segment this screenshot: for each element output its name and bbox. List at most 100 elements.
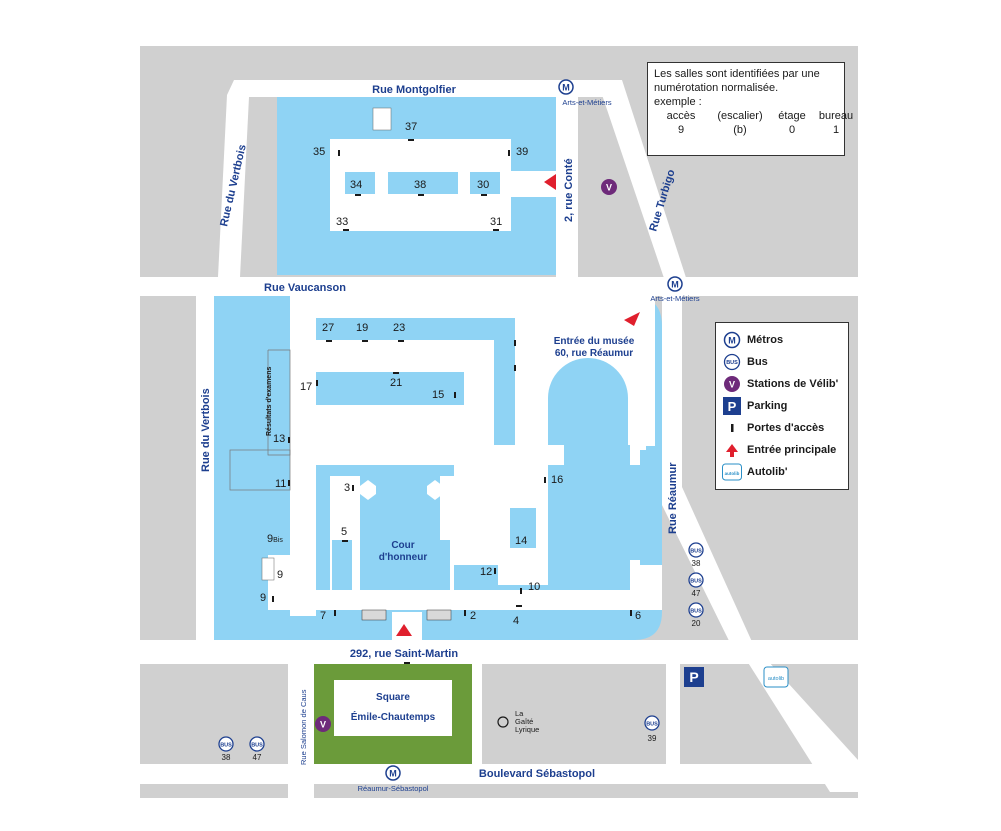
velib-station-square[interactable]: V xyxy=(315,716,331,732)
street-vaucanson[interactable]: Rue Vaucanson xyxy=(264,282,346,294)
room-9-a: 9 xyxy=(277,569,283,581)
museum-entrance-label-1: Entrée du musée xyxy=(554,336,635,347)
street-conte[interactable]: 2, rue Conté xyxy=(563,158,575,222)
metro-reaumur-sebastopol[interactable]: M Réaumur-Sébastopol xyxy=(358,765,429,793)
cour-label-1: Cour xyxy=(391,540,414,551)
north-building xyxy=(277,97,556,275)
bus-icon: BUS xyxy=(690,579,702,585)
room-6: 6 xyxy=(635,610,641,622)
legend-autolib: autolib Autolib' xyxy=(722,461,842,483)
bus-line: 47 xyxy=(692,589,701,598)
legend-parking-label: Parking xyxy=(747,400,788,412)
square-label-box xyxy=(334,680,452,736)
svg-text:M: M xyxy=(728,336,736,346)
bus-line: 20 xyxy=(692,619,701,628)
metro-arts-et-metiers-2[interactable]: M Arts-et-Métiers xyxy=(650,276,700,303)
parking-icon: P xyxy=(689,669,698,685)
legend-doors: Portes d'accès xyxy=(722,417,842,439)
main-entrance-arrow-saint-martin xyxy=(396,624,412,636)
main-building xyxy=(214,296,662,640)
room-33: 33 xyxy=(336,216,348,228)
bus-icon: BUS xyxy=(690,609,702,615)
room-34: 34 xyxy=(350,179,362,191)
room-9-bis: 9Bis xyxy=(267,533,283,545)
street-reaumur[interactable]: Rue Réaumur xyxy=(667,462,679,534)
parking-marker[interactable]: P xyxy=(684,667,704,687)
room-17: 17 xyxy=(300,381,312,393)
bus-icon: BUS xyxy=(220,743,232,749)
bus-icon: BUS xyxy=(722,352,742,372)
autolib-icon: autolib xyxy=(722,462,742,482)
cour-label-2: d'honneur xyxy=(379,552,428,563)
info-header-bureau: bureau xyxy=(818,110,854,122)
info-header-etage: étage xyxy=(778,110,806,122)
room-9-b: 9 xyxy=(260,592,266,604)
metro-icon: M xyxy=(722,330,742,350)
info-line-1: Les salles sont identifiées par une xyxy=(654,68,820,80)
street-montgolfier[interactable]: Rue Montgolfier xyxy=(372,84,456,96)
bus-stop-39[interactable]: BUS 39 xyxy=(644,715,660,743)
metro-arts-et-metiers-1[interactable]: M Arts-et-Métiers xyxy=(558,79,612,107)
room-4: 4 xyxy=(513,615,519,627)
metro-icon: M xyxy=(389,769,397,779)
info-example-grid: accès (escalier) étage bureau 9 (b) 0 1 xyxy=(654,109,854,137)
room-10: 10 xyxy=(528,581,540,593)
room-23: 23 xyxy=(393,322,405,334)
room-15: 15 xyxy=(432,389,444,401)
main-entrance-arrow-conte xyxy=(544,174,556,190)
bus-line: 47 xyxy=(253,753,262,762)
velib-icon: V xyxy=(320,720,326,730)
info-header-escalier: (escalier) xyxy=(717,110,763,122)
metro-icon: M xyxy=(671,280,679,290)
exam-results-label: Résultats d'examens xyxy=(266,367,273,436)
bus-icon: BUS xyxy=(690,549,702,555)
bus-stop-47-right[interactable]: BUS 47 xyxy=(688,572,704,598)
bus-line: 39 xyxy=(648,734,657,743)
bus-stop-38-left[interactable]: BUS 38 xyxy=(218,736,234,762)
room-31: 31 xyxy=(490,216,502,228)
bus-stop-38-right[interactable]: BUS 38 xyxy=(688,542,704,568)
legend-doors-label: Portes d'accès xyxy=(747,422,825,434)
legend-autolib-label: Autolib' xyxy=(747,466,788,478)
map-legend: M Métros BUS Bus V Stations de Vélib' P … xyxy=(715,322,849,490)
access-doors xyxy=(272,139,632,664)
room-2: 2 xyxy=(470,610,476,622)
info-line-2: numérotation normalisée. xyxy=(654,82,779,94)
legend-bus-label: Bus xyxy=(747,356,768,368)
bus-stop-20-right[interactable]: BUS 20 xyxy=(688,602,704,628)
street-salomon[interactable]: Rue Salomon de Caus xyxy=(299,689,308,765)
street-sebastopol[interactable]: Boulevard Sébastopol xyxy=(479,768,595,780)
legend-metro: M Métros xyxy=(722,329,842,351)
door-icon xyxy=(722,418,742,438)
room-21: 21 xyxy=(390,377,402,389)
room-38: 38 xyxy=(414,179,426,191)
street-saint-martin[interactable]: 292, rue Saint-Martin xyxy=(350,648,458,660)
street-vertbois-left[interactable]: Rue du Vertbois xyxy=(200,388,212,472)
museum-entrance-label-2: 60, rue Réaumur xyxy=(555,348,633,359)
entrance-arrow-icon xyxy=(722,440,742,460)
info-value-escalier: (b) xyxy=(733,124,747,136)
numbering-info-box: Les salles sont identifiées par une numé… xyxy=(647,62,854,156)
square-label-2: Émile-Chautemps xyxy=(351,710,436,723)
bus-icon: BUS xyxy=(251,743,263,749)
bus-stop-47-left[interactable]: BUS 47 xyxy=(249,736,265,762)
streets xyxy=(140,80,858,798)
svg-text:P: P xyxy=(728,399,737,414)
metro-label: Réaumur-Sébastopol xyxy=(358,784,429,793)
autolib-marker[interactable]: autolib xyxy=(763,666,789,688)
room-12: 12 xyxy=(480,566,492,578)
parking-icon: P xyxy=(722,396,742,416)
bus-icon: BUS xyxy=(646,722,658,728)
room-35: 35 xyxy=(313,146,325,158)
room-7: 7 xyxy=(320,610,326,622)
room-27: 27 xyxy=(322,322,334,334)
bus-line: 38 xyxy=(222,753,231,762)
velib-icon: V xyxy=(722,374,742,394)
velib-station-turbigo[interactable]: V xyxy=(601,179,617,195)
room-13: 13 xyxy=(273,433,285,445)
info-line-3: exemple : xyxy=(654,96,702,108)
square-label-1: Square xyxy=(376,692,410,703)
svg-text:BUS: BUS xyxy=(726,360,738,366)
svg-text:V: V xyxy=(729,380,735,390)
room-3: 3 xyxy=(344,482,350,494)
